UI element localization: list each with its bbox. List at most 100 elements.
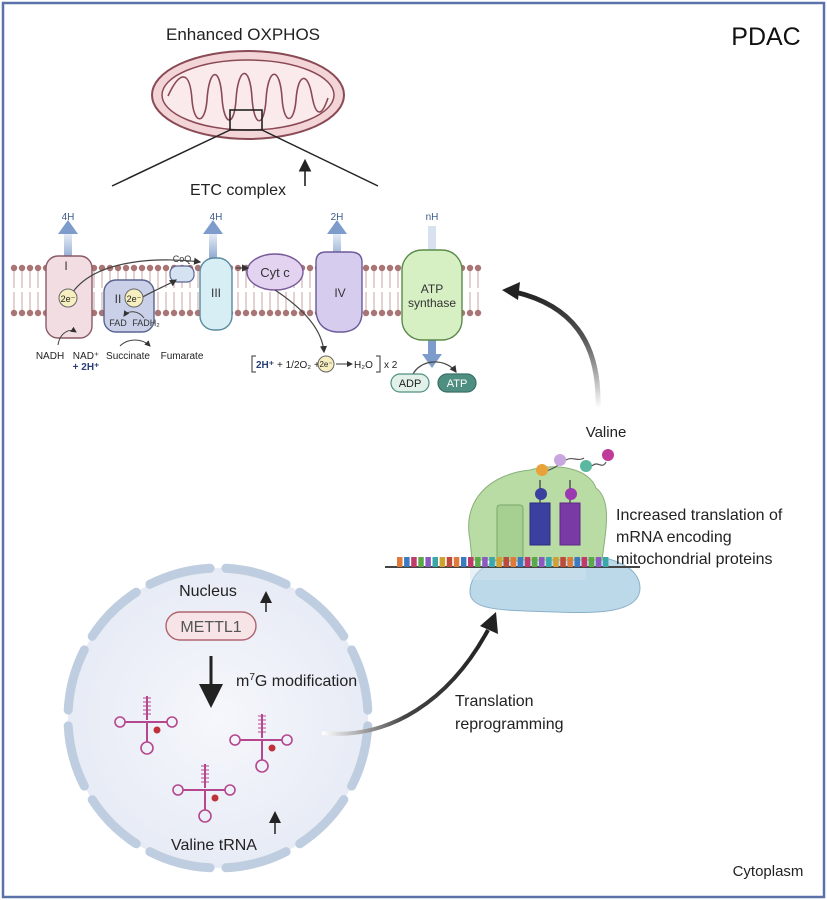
reprogramming-arrow — [321, 629, 490, 736]
envelope-segment — [145, 563, 215, 589]
svg-text:CoQ: CoQ — [173, 254, 192, 264]
reprogramming-line-2: reprogramming — [455, 716, 563, 733]
trna-molecule — [114, 696, 178, 755]
lipid-head — [282, 309, 290, 317]
succinate-label: Succinate — [106, 351, 150, 362]
svg-text:ATP: ATP — [421, 282, 443, 296]
codon-base — [581, 557, 588, 567]
codon-base — [411, 557, 417, 567]
codon-base — [595, 557, 602, 567]
envelope-segment — [63, 645, 89, 715]
proton-label-c4: 2H — [331, 212, 344, 223]
codon-base — [560, 557, 566, 567]
lipid-head — [154, 264, 162, 272]
lipid-head — [18, 309, 26, 317]
lipid-head — [266, 309, 274, 317]
lipid-head — [378, 309, 386, 317]
succinate-arrow — [119, 339, 151, 347]
lipid-head — [18, 264, 26, 272]
lipid-head — [162, 264, 170, 272]
valine-trnas — [114, 696, 293, 823]
lipid-head — [258, 309, 266, 317]
lipid-head — [474, 264, 482, 272]
proton-label-atp: nH — [426, 212, 439, 223]
codon-base — [574, 557, 580, 567]
codon-base — [475, 557, 481, 567]
envelope-segment — [63, 721, 89, 791]
lipid-head — [234, 309, 242, 317]
lipid-head — [250, 309, 258, 317]
codon-base — [546, 557, 552, 567]
lipid-head — [138, 264, 146, 272]
etc-complex-label: ETC complex — [190, 182, 286, 199]
lipid-head — [114, 264, 122, 272]
envelope-segment — [295, 795, 349, 849]
zoom-box — [229, 109, 263, 131]
lipid-head — [242, 309, 250, 317]
codon-base — [602, 557, 609, 567]
codon-base — [539, 557, 545, 567]
mrna-codons — [397, 557, 609, 567]
codon-base — [524, 557, 531, 567]
lipid-head — [34, 264, 42, 272]
codon-base — [496, 557, 502, 567]
codon-base — [404, 557, 410, 567]
lipid-head — [370, 264, 378, 272]
codon-base — [503, 557, 509, 567]
lipid-head — [370, 309, 378, 317]
reaction-water: H₂O — [354, 360, 373, 371]
mitochondrion — [151, 50, 345, 140]
valine-trna-label: Valine tRNA — [171, 837, 257, 854]
reaction-times-two: x 2 — [384, 360, 398, 371]
reprogramming-line-1: Translation — [455, 693, 534, 710]
mettl1-label: METTL1 — [180, 619, 241, 636]
svg-text:II: II — [115, 292, 122, 306]
lipid-head — [162, 309, 170, 317]
codon-base — [517, 557, 524, 567]
complex-iv: IV — [315, 251, 363, 333]
codon-base — [446, 557, 453, 567]
lipid-head — [10, 309, 18, 317]
cytochrome-c: Cyt c — [246, 253, 304, 291]
codon-base — [453, 557, 460, 567]
electron-path-c1 — [67, 257, 202, 301]
lipid-head — [386, 309, 394, 317]
lipid-head — [130, 264, 138, 272]
lipid-head — [466, 264, 474, 272]
codon-base — [489, 557, 495, 567]
codon-base — [460, 557, 467, 567]
m7g-modification-label: m7G modification — [236, 672, 357, 690]
nadh-label: NADH — [36, 351, 64, 362]
nuclear-envelope — [63, 563, 373, 873]
translation-line-2: mRNA encoding — [616, 529, 732, 546]
envelope-segment — [221, 563, 291, 589]
reaction-o2: + 1/2O₂ + — [277, 360, 320, 371]
codon-base — [567, 557, 573, 567]
nucleus-label: Nucleus — [179, 583, 237, 600]
reprogramming-arrowhead — [480, 612, 498, 634]
fad-arrow — [123, 310, 145, 319]
svg-text:synthase: synthase — [408, 296, 456, 310]
lipid-head — [26, 264, 34, 272]
zoom-line-right — [261, 129, 379, 187]
title-enhanced-oxphos: Enhanced OXPHOS — [166, 25, 320, 44]
mettl1-pill: METTL1 — [165, 611, 257, 641]
lipid-head — [154, 309, 162, 317]
electron-path-c4 — [274, 289, 328, 354]
lipid-head — [466, 309, 474, 317]
envelope-segment — [87, 795, 141, 849]
envelope-segment — [295, 587, 349, 641]
lipid-head — [394, 264, 402, 272]
codon-base — [439, 557, 446, 567]
codon-base — [418, 557, 424, 567]
lipid-head — [274, 309, 282, 317]
lipid-head — [306, 309, 314, 317]
water-reaction: 2H⁺ + 1/2O₂ + 2e⁻ H₂O x 2 — [251, 355, 398, 373]
svg-text:Cyt c: Cyt c — [260, 265, 290, 280]
atp-label: ATP — [447, 378, 468, 390]
ribosome — [468, 449, 641, 614]
fumarate-label: Fumarate — [161, 351, 204, 362]
